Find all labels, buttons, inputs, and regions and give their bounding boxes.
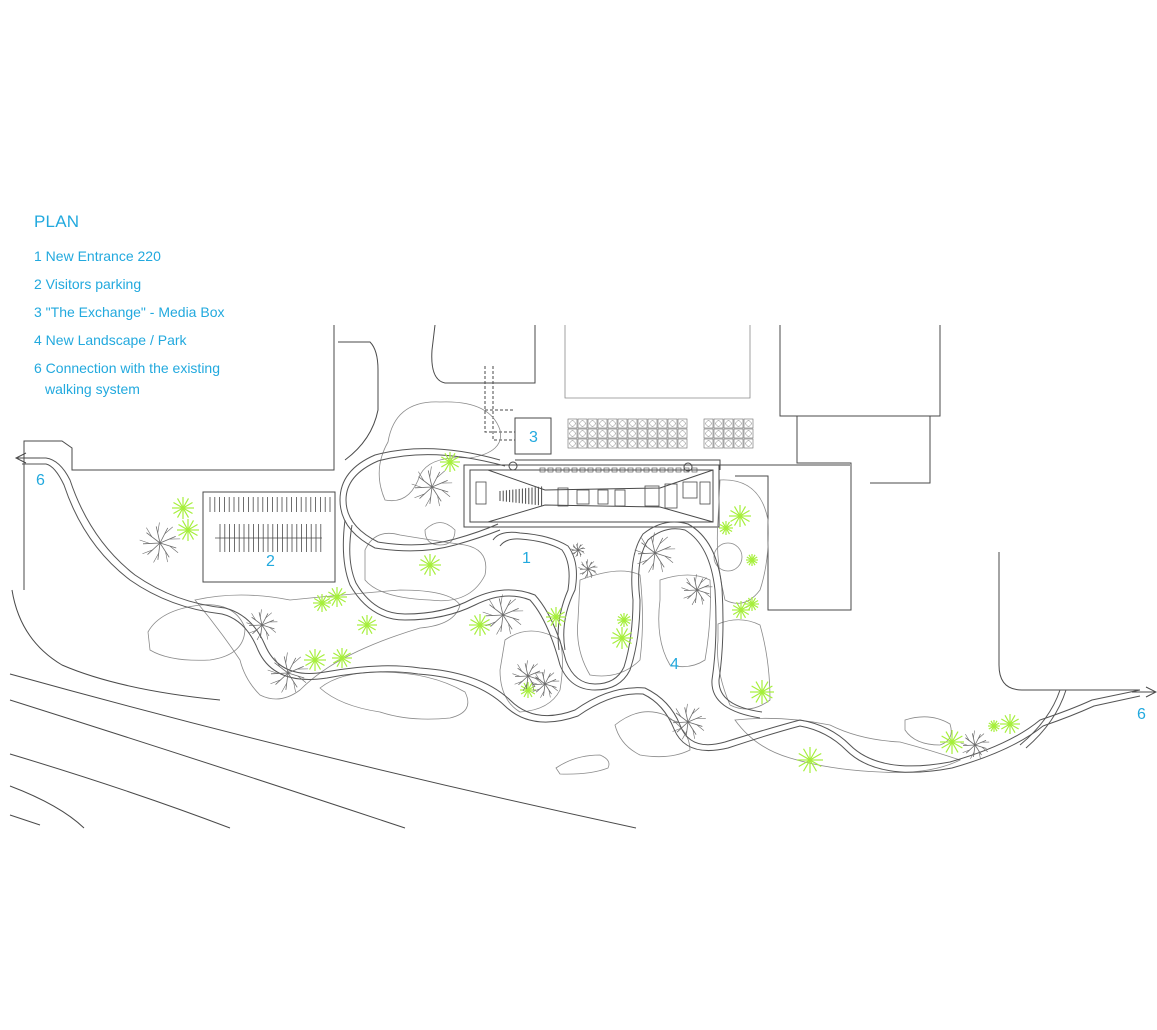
parking-area [202,491,336,583]
connection-arrows [14,452,1157,698]
legend-item-connection-continuation: walking system [45,381,140,397]
marker-connection-east: 6 [1137,706,1146,723]
main-building [463,459,850,528]
marker-entrance: 1 [522,550,531,567]
roads [9,589,637,829]
parking-stalls [209,497,331,552]
legend-item-landscape: 4 New Landscape / Park [34,332,187,348]
legend-item-parking: 2 Visitors parking [34,276,142,292]
marker-landscape: 4 [670,656,679,673]
building-interior-details [475,467,711,509]
context-buildings [23,324,1140,691]
legend-list: 1 New Entrance 220 2 Visitors parking 3 … [34,246,224,400]
walking-paths [22,448,1141,773]
trees [139,452,1020,773]
media-box [484,366,552,455]
legend-item-entrance: 1 New Entrance 220 [34,248,161,264]
legend-title: PLAN [34,212,80,231]
arrow-west-icon [14,452,40,464]
marker-connection-west: 6 [36,472,45,489]
landscape-shapes [147,401,962,775]
arrow-east-icon [1132,686,1157,698]
parking-structure-grids [567,418,754,449]
marker-parking: 2 [266,553,275,570]
plan-legend: PLAN 1 New Entrance 220 2 Visitors parki… [34,212,224,407]
legend-item-media-box: 3 "The Exchange" - Media Box [34,304,225,320]
marker-media-box: 3 [529,429,538,446]
